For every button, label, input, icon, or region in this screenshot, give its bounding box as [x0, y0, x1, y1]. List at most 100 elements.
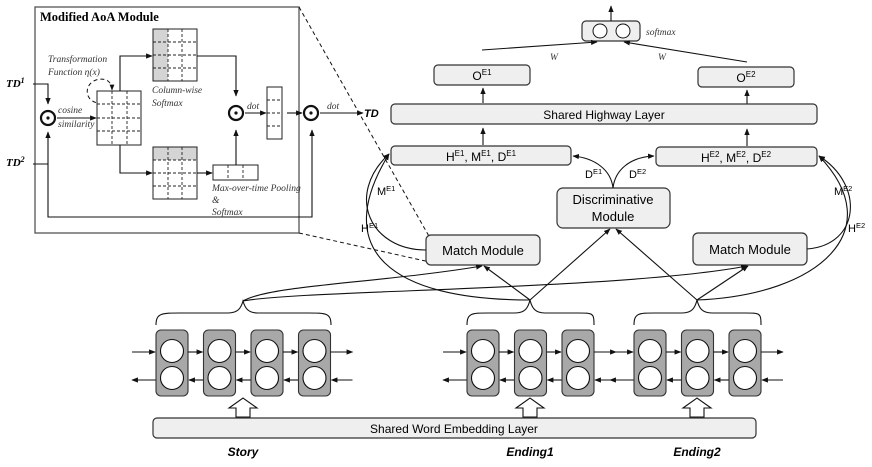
story-to-match-right-arrow: [242, 264, 748, 302]
dot-label-2: dot: [327, 102, 340, 112]
w-left-arrow: [481, 39, 598, 51]
attention-vector: [266, 86, 283, 140]
zoom-callout-line-top: [298, 6, 431, 239]
similarity-label: similarity: [58, 120, 95, 130]
forward-unit: [732, 338, 758, 364]
o-e1-box: OE1: [433, 64, 531, 86]
disc-label-2: Module: [592, 209, 635, 224]
concat-e1-box: HE1, ME1, DE1: [390, 145, 572, 166]
pool-label: Max-over-time Pooling: [211, 184, 301, 194]
transform-label: Transformation: [48, 54, 107, 65]
o-e1-label: OE1: [472, 68, 492, 83]
lstm-cell: [728, 329, 762, 397]
ending1-to-disc-arrow: [529, 228, 611, 301]
forward-unit: [254, 338, 280, 364]
td2-label: TD2: [6, 155, 25, 169]
d-e2-arrow: [612, 153, 655, 189]
story-embed-arrow: [227, 397, 259, 418]
backward-unit: [685, 365, 710, 391]
o-e2-label: OE2: [736, 70, 756, 85]
cosine-similarity-op: [39, 109, 57, 127]
lstm-cell: [561, 329, 595, 397]
colwise-label: Column-wise: [152, 86, 202, 96]
td-output-label: TD: [364, 108, 379, 120]
disc-label-1: Discriminative: [573, 192, 654, 207]
concat-e2-label: HE2, ME2, DE2: [701, 150, 772, 165]
match-left-label: Match Module: [442, 243, 524, 258]
shared-word-embedding-layer: Shared Word Embedding Layer: [152, 417, 757, 439]
concat-e2-box: HE2, ME2, DE2: [655, 146, 818, 167]
backward-unit: [518, 365, 543, 391]
aoa-module-title: Modified AoA Module: [40, 10, 159, 24]
w-right-arrow: [623, 40, 748, 63]
backward-unit: [159, 365, 185, 391]
td1-label: TD1: [6, 76, 25, 90]
match-module-right: Match Module: [692, 232, 808, 266]
dot-label-1: dot: [247, 102, 260, 112]
dot-op-1: [227, 104, 245, 122]
d-e1-label: DE1: [585, 167, 602, 181]
story-to-match-left-arrow: [242, 264, 483, 302]
dot-op-2: [302, 104, 320, 122]
o-e2-box: OE2: [697, 66, 795, 88]
m-e2-arrow: [806, 155, 851, 250]
ending2-encoder: [609, 329, 784, 397]
rowwise-matrix: [152, 146, 198, 200]
m-e1-label: ME1: [377, 184, 395, 198]
forward-unit: [518, 338, 543, 364]
ending2-to-match-right-arrow: [696, 265, 749, 301]
pooled-vector: [212, 164, 259, 181]
column-softmax-matrix: [152, 28, 198, 82]
highway-label: Shared Highway Layer: [543, 108, 664, 122]
lstm-cell: [297, 329, 332, 397]
discriminative-module: Discriminative Module: [556, 187, 671, 229]
w-right-label: W: [658, 53, 667, 63]
forward-unit: [685, 338, 710, 364]
lstm-cell: [633, 329, 667, 397]
backward-unit: [565, 365, 591, 391]
lstm-cell: [466, 329, 500, 397]
embedding-label: Shared Word Embedding Layer: [370, 422, 538, 436]
d-e1-arrow: [572, 153, 614, 189]
ending1-label: Ending1: [506, 445, 554, 459]
forward-unit: [637, 338, 663, 364]
ending2-brace: [633, 299, 762, 326]
m-e1-arrow: [365, 153, 427, 251]
ending1-brace: [466, 299, 595, 326]
to-rowwise-arrow: [119, 145, 153, 176]
td1-arrow: [33, 83, 51, 105]
w-left-label: W: [550, 53, 559, 63]
h-e2-arrow: [696, 155, 848, 301]
match-module-left: Match Module: [425, 234, 541, 266]
h-e2-label: HE2: [848, 221, 865, 235]
ending2-to-disc-arrow: [615, 228, 698, 301]
transform-loop-arrow: [86, 78, 115, 104]
ending1-to-match-left-arrow: [483, 265, 531, 301]
colwise-softmax-label: Softmax: [152, 98, 183, 109]
colwise-to-dot-arrow: [197, 55, 239, 97]
backward-unit: [207, 365, 232, 391]
story-encoder: [131, 329, 354, 397]
softmax-label: softmax: [646, 27, 676, 38]
backward-unit: [302, 365, 327, 391]
aoa-module: Modified AoA Module TD1 TD2 cosine simil…: [6, 6, 379, 234]
d-e2-label: DE2: [629, 167, 646, 181]
transform-fn-label: Function η(x): [47, 67, 100, 78]
pool-softmax-label: Softmax: [212, 207, 243, 218]
cosine-label: cosine: [58, 106, 82, 116]
lstm-cell: [250, 329, 284, 397]
ending2-label: Ending2: [673, 445, 721, 459]
story-label: Story: [228, 445, 260, 459]
match-right-label: Match Module: [709, 242, 791, 257]
ending1-embed-arrow: [514, 397, 546, 418]
backward-unit: [637, 365, 663, 391]
lstm-cell: [202, 329, 237, 397]
lstm-cell: [155, 329, 189, 397]
pool-and-label: &: [212, 196, 220, 206]
backward-unit: [254, 365, 280, 391]
to-colwise-arrow: [119, 53, 153, 91]
forward-unit: [565, 338, 591, 364]
softmax-output: [581, 20, 641, 42]
h-e1-arrow: [365, 153, 531, 301]
m-e2-label: ME2: [834, 184, 852, 198]
